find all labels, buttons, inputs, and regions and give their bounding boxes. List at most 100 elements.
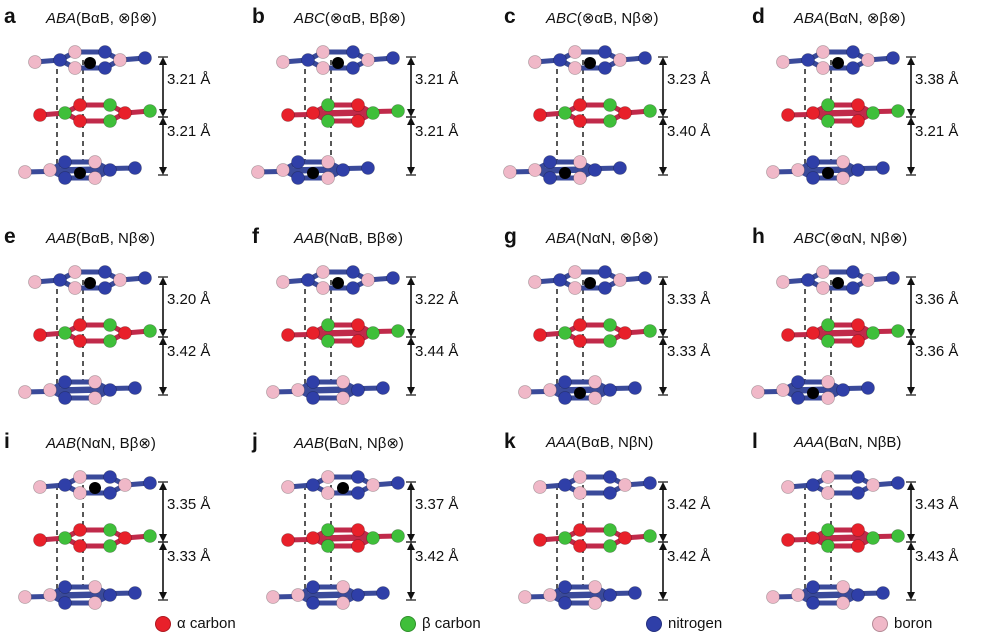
alpha-carbon-atom (33, 533, 47, 547)
nitrogen-atom (891, 476, 905, 490)
interlayer-distance-top: 3.23 Å (667, 71, 711, 88)
hollow-site-marker (574, 387, 586, 399)
alpha-carbon-atom (351, 539, 365, 553)
boron-atom (68, 265, 82, 279)
boron-atom (836, 580, 850, 594)
nitrogen-atom (301, 53, 315, 67)
alpha-carbon-atom (33, 108, 47, 122)
nitrogen-atom (351, 486, 365, 500)
nitrogen-atom (386, 51, 400, 65)
site-configuration: (BαB, NβN) (576, 434, 654, 451)
hollow-site-marker (559, 167, 571, 179)
boron-atom (361, 53, 375, 67)
site-configuration: (BαN, NβB) (824, 434, 902, 451)
alpha-carbon-atom (351, 523, 365, 537)
alpha-carbon-atom (351, 334, 365, 348)
alpha-carbon-atom (573, 98, 587, 112)
alpha-carbon-atom (533, 328, 547, 342)
nitrogen-atom (846, 265, 860, 279)
legend-boron-label: boron (894, 615, 933, 632)
beta-carbon-atom (321, 98, 335, 112)
nitrogen-atom (806, 171, 820, 185)
boron-atom (276, 275, 290, 289)
stacking-order: ABC (294, 10, 325, 27)
nitrogen-atom (846, 61, 860, 75)
boron-atom (568, 265, 582, 279)
boron-atom (821, 375, 835, 389)
interlayer-distance-bottom: 3.43 Å (915, 548, 959, 565)
nitrogen-atom (886, 271, 900, 285)
site-configuration: (BαB, Nβ⊗) (76, 230, 156, 247)
boron-atom (316, 265, 330, 279)
beta-carbon-atom (603, 114, 617, 128)
beta-carbon-atom (821, 334, 835, 348)
hbn-layer (18, 155, 142, 185)
alpha-carbon-atom (281, 533, 295, 547)
hbn-layer (533, 470, 657, 500)
boron-atom (251, 165, 265, 179)
distance-arrow (158, 541, 168, 601)
alpha-carbon-atom (118, 326, 132, 340)
nitrogen-atom (301, 273, 315, 287)
boron-atom (791, 588, 805, 602)
boron-atom (861, 273, 875, 287)
interlayer-distance-top: 3.36 Å (915, 291, 959, 308)
alpha-carbon-atom (118, 531, 132, 545)
boron-atom (821, 486, 835, 500)
hollow-site-marker (84, 277, 96, 289)
boron-atom (618, 478, 632, 492)
stacking-order: AAB (46, 435, 77, 452)
nitrogen-atom (306, 391, 320, 405)
beta-carbon-atom (603, 98, 617, 112)
beta-carbon-atom (103, 114, 117, 128)
site-configuration: (NαN, ⊗β⊗) (576, 230, 659, 247)
panel-title: ABC(⊗αN, Nβ⊗) (794, 229, 907, 247)
stacking-order: AAB (294, 230, 325, 247)
alpha-carbon-atom (618, 326, 632, 340)
nitrogen-atom (603, 486, 617, 500)
beta-carbon-atom (603, 334, 617, 348)
nitrogen-atom (558, 580, 572, 594)
interlayer-distance-bottom: 3.21 Å (415, 123, 459, 140)
interlayer-distance-top: 3.22 Å (415, 291, 459, 308)
nitrogen-atom (306, 596, 320, 610)
beta-carbon-atom (391, 104, 405, 118)
nitrogen-atom (628, 381, 642, 395)
alpha-carbon-atom (306, 531, 320, 545)
alpha-carbon-atom (851, 114, 865, 128)
site-configuration: (NαB, Bβ⊗) (324, 230, 404, 247)
nitrogen-atom (98, 265, 112, 279)
hbn-layer (776, 45, 900, 75)
distance-arrow (158, 116, 168, 176)
boron-atom (836, 171, 850, 185)
distance-arrow (658, 336, 668, 396)
alpha-carbon-atom (281, 108, 295, 122)
boron-atom (28, 55, 42, 69)
structure-diagram (266, 470, 416, 610)
boron-atom (73, 486, 87, 500)
boron-atom (336, 580, 350, 594)
boron-atom (88, 391, 102, 405)
boron-atom (73, 470, 87, 484)
hbn-layer (18, 580, 142, 610)
interlayer-distance-top: 3.35 Å (167, 496, 211, 513)
beta-carbon-atom (391, 324, 405, 338)
nitrogen-atom (143, 476, 157, 490)
boron-atom (751, 385, 765, 399)
interlayer-distance-bottom: 3.21 Å (167, 123, 211, 140)
boron-atom (43, 163, 57, 177)
beta-carbon-atom (603, 539, 617, 553)
boron-atom (316, 61, 330, 75)
boron-atom (816, 265, 830, 279)
site-configuration: (BαB, ⊗β⊗) (76, 10, 157, 27)
boron-atom (321, 171, 335, 185)
boron-atom (573, 171, 587, 185)
boron-atom (791, 163, 805, 177)
nitrogen-atom (801, 273, 815, 287)
boron-atom (321, 155, 335, 169)
hollow-site-marker (332, 57, 344, 69)
boron-atom (281, 480, 295, 494)
